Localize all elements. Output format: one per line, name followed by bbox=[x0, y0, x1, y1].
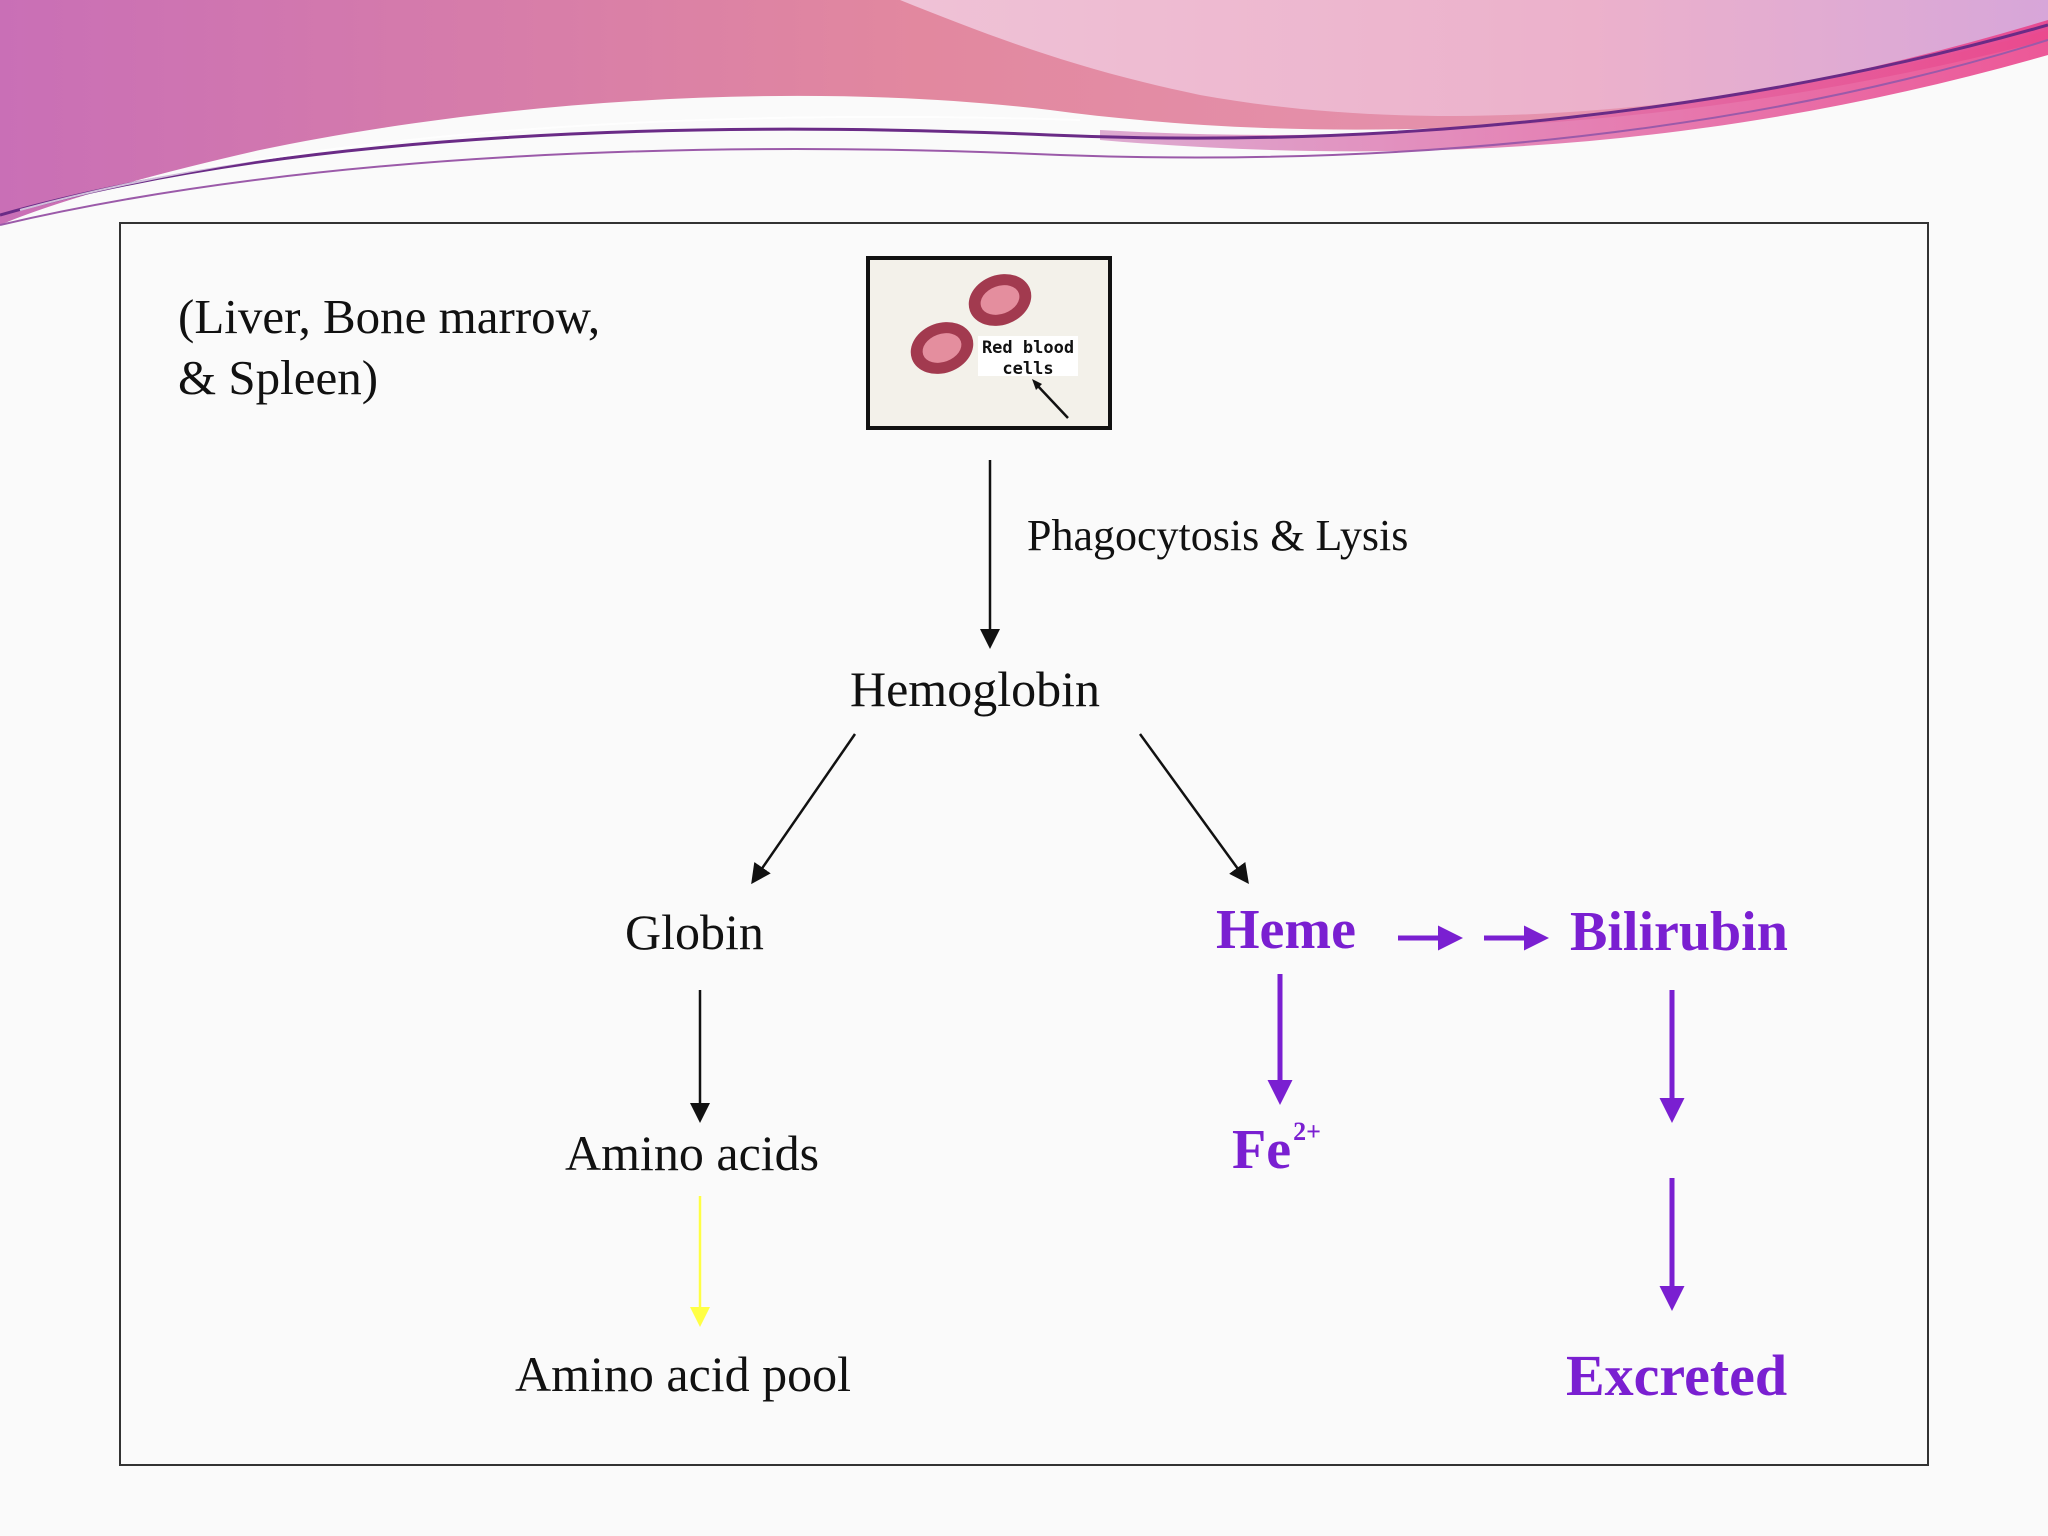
rbc-cell-upper bbox=[968, 274, 1032, 326]
rbc-label-line-1: Red blood bbox=[982, 338, 1074, 358]
iron-node: Fe2+ bbox=[1232, 1117, 1321, 1182]
heme-node: Heme bbox=[1216, 899, 1356, 961]
rbc-pointer-arrow bbox=[1035, 383, 1069, 419]
location-line-2: & Spleen) bbox=[178, 350, 379, 405]
globin-node: Globin bbox=[625, 904, 764, 960]
location-label: (Liver, Bone marrow, & Spleen) bbox=[178, 286, 698, 408]
red-blood-cells-image: Red blood cells bbox=[866, 256, 1112, 430]
hemoglobin-node: Hemoglobin bbox=[850, 661, 1100, 717]
red-blood-cells-illustration: Red blood cells bbox=[870, 260, 1108, 426]
phagocytosis-label: Phagocytosis & Lysis bbox=[1027, 511, 1409, 560]
diagram-frame bbox=[119, 222, 1929, 1466]
iron-symbol: Fe bbox=[1232, 1119, 1292, 1181]
header-wave-decoration bbox=[0, 0, 2048, 226]
iron-charge: 2+ bbox=[1293, 1117, 1321, 1146]
amino-acid-pool-node: Amino acid pool bbox=[515, 1346, 852, 1402]
rbc-label-line-2: cells bbox=[1002, 359, 1053, 379]
location-line-1: (Liver, Bone marrow, bbox=[178, 289, 601, 344]
rbc-cell-lower bbox=[910, 322, 974, 374]
bilirubin-node: Bilirubin bbox=[1570, 901, 1788, 963]
amino-acids-node: Amino acids bbox=[565, 1125, 820, 1181]
excreted-node: Excreted bbox=[1566, 1343, 1788, 1408]
